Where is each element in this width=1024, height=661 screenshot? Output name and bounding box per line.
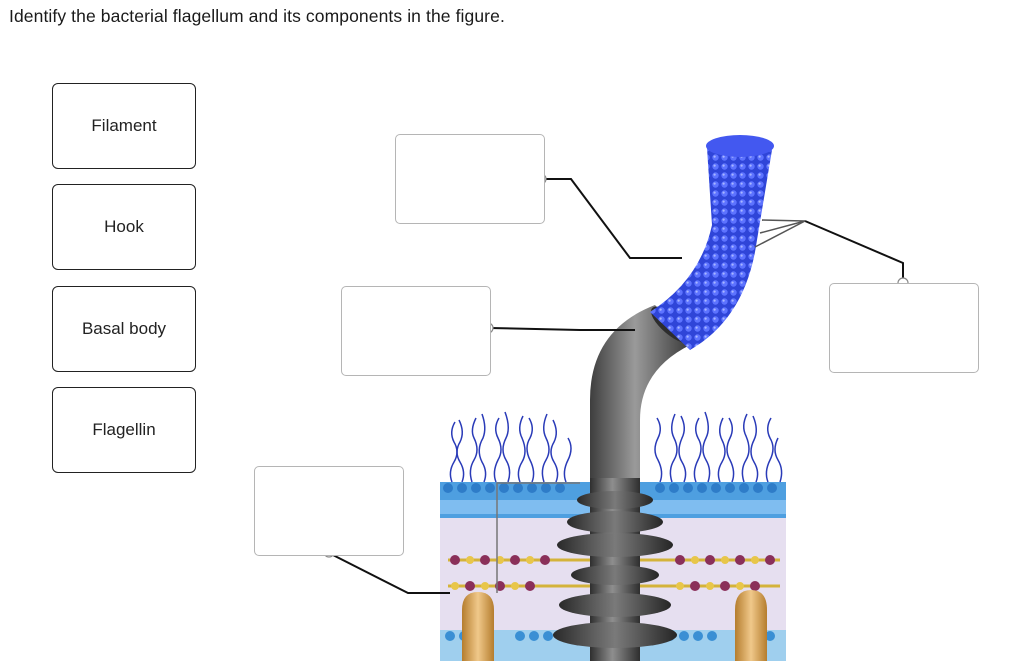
leader-line-3-bracket [496,482,580,593]
drop-target-3[interactable] [254,466,404,556]
lipopolysaccharide-strands [449,411,783,483]
leader-line-1 [543,178,682,259]
leader-line-4-branch-a [761,219,806,222]
drop-target-2[interactable] [341,286,491,376]
leader-line-4 [804,220,904,281]
membrane-protein-right [735,590,767,661]
label-card-basal-body[interactable]: Basal body [52,286,196,372]
drop-target-4[interactable] [829,283,979,373]
label-card-filament[interactable]: Filament [52,83,196,169]
label-card-flagellin[interactable]: Flagellin [52,387,196,473]
membrane-protein-left [462,592,494,661]
drop-target-1[interactable] [395,134,545,224]
leader-line-2 [489,327,635,331]
basal-body [553,470,677,661]
question-prompt: Identify the bacterial flagellum and its… [9,6,505,26]
label-card-hook[interactable]: Hook [52,184,196,270]
leader-line-4-branch-b [759,220,806,234]
leader-line-4-branch-c [754,220,806,248]
leader-line-3 [328,552,450,594]
filament-structure [650,139,772,350]
hook-structure [590,305,690,478]
